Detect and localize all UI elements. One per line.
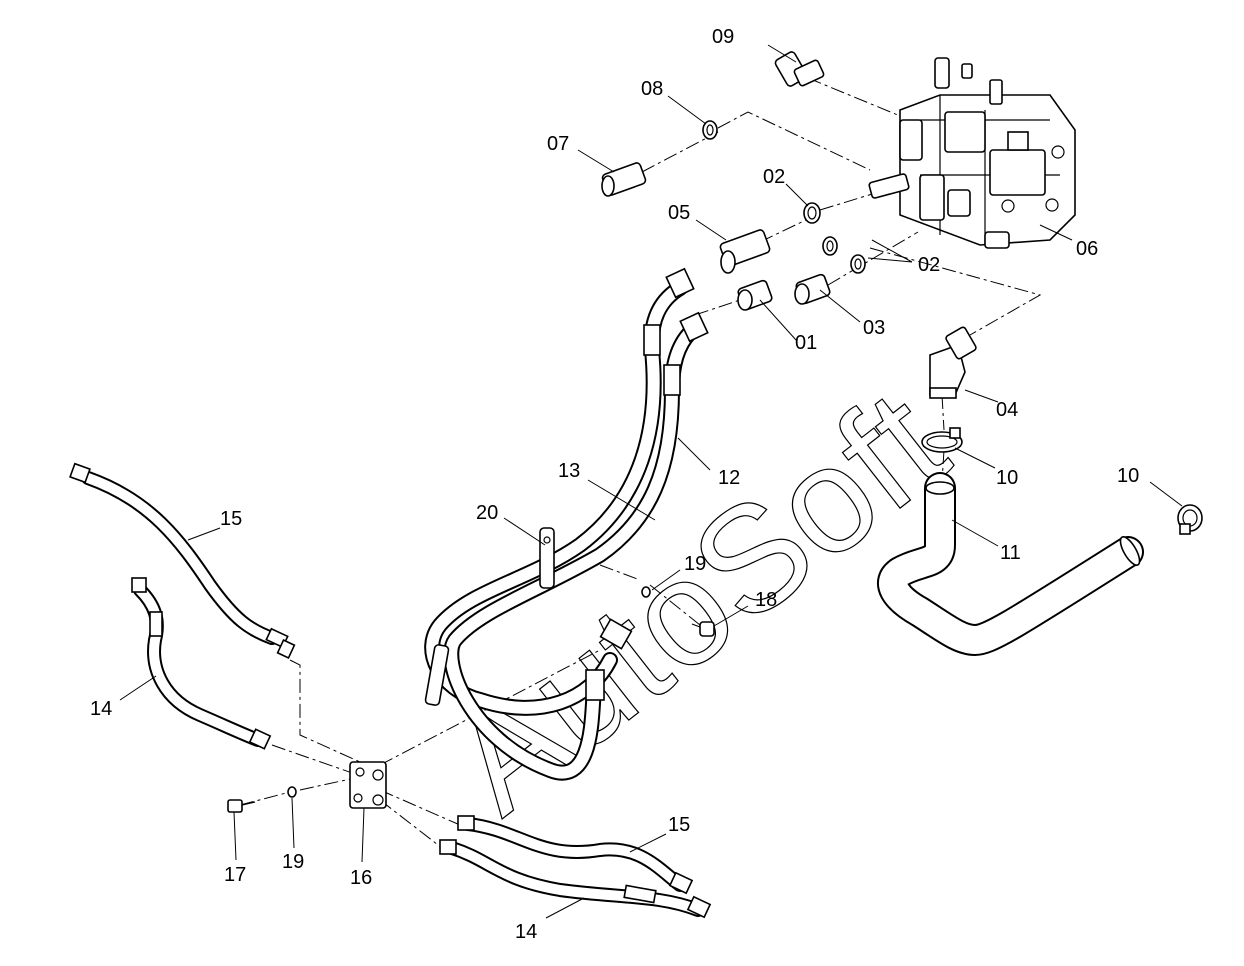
fitting-05: [719, 229, 771, 274]
callout-18: 18: [755, 589, 777, 611]
callout-20: 20: [476, 502, 498, 524]
callout-07: 07: [547, 133, 569, 155]
hose-14-15-lower: [439, 815, 712, 919]
callout-05: 05: [668, 202, 690, 224]
callout-01: 01: [795, 332, 817, 354]
block-16: [227, 761, 387, 813]
callout-06: 06: [1076, 238, 1098, 260]
callout-19-lower: 19: [282, 851, 304, 873]
fitting-03: [794, 273, 831, 305]
hose-15-upper: [69, 462, 296, 659]
callout-15-upper: 15: [220, 508, 242, 530]
callout-03: 03: [863, 317, 885, 339]
callout-16: 16: [350, 867, 372, 889]
hose-14-left: [131, 577, 272, 750]
callout-04: 04: [996, 399, 1018, 421]
valve-block-06: [868, 57, 1076, 249]
hose-11: [877, 472, 1144, 656]
o-ring-08: [702, 120, 718, 140]
callout-10-center: 10: [996, 467, 1018, 489]
callout-11: 11: [1000, 542, 1021, 564]
callout-17: 17: [224, 864, 246, 886]
callout-14-left: 14: [90, 698, 112, 720]
assembly-lines: [239, 77, 1042, 849]
callout-15-lower: 15: [668, 814, 690, 836]
bolt-18-washer-19: [641, 586, 715, 637]
o-rings-02: [803, 202, 866, 274]
callout-02-lower: 02: [918, 254, 940, 276]
callout-13: 13: [558, 460, 580, 482]
callout-19-upper: 19: [684, 553, 706, 575]
clip-20: [424, 527, 555, 706]
elbow-04: [929, 326, 977, 399]
callout-12: 12: [718, 467, 740, 489]
callout-14-lower: 14: [515, 921, 537, 943]
callout-09: 09: [712, 26, 734, 48]
fitting-07: [601, 162, 647, 197]
callout-08: 08: [641, 78, 663, 100]
clamp-10: [921, 427, 1203, 535]
fitting-01: [737, 279, 773, 311]
hose-bundle-12-13: [424, 267, 709, 781]
callout-labels: 09 08 07 02 05 06 02 01 03 04 10 10 12 1…: [90, 26, 1139, 943]
callout-02-upper: 02: [763, 166, 785, 188]
leader-lines: [119, 44, 1183, 919]
callout-10-right: 10: [1117, 465, 1139, 487]
elbow-09: [774, 51, 825, 87]
